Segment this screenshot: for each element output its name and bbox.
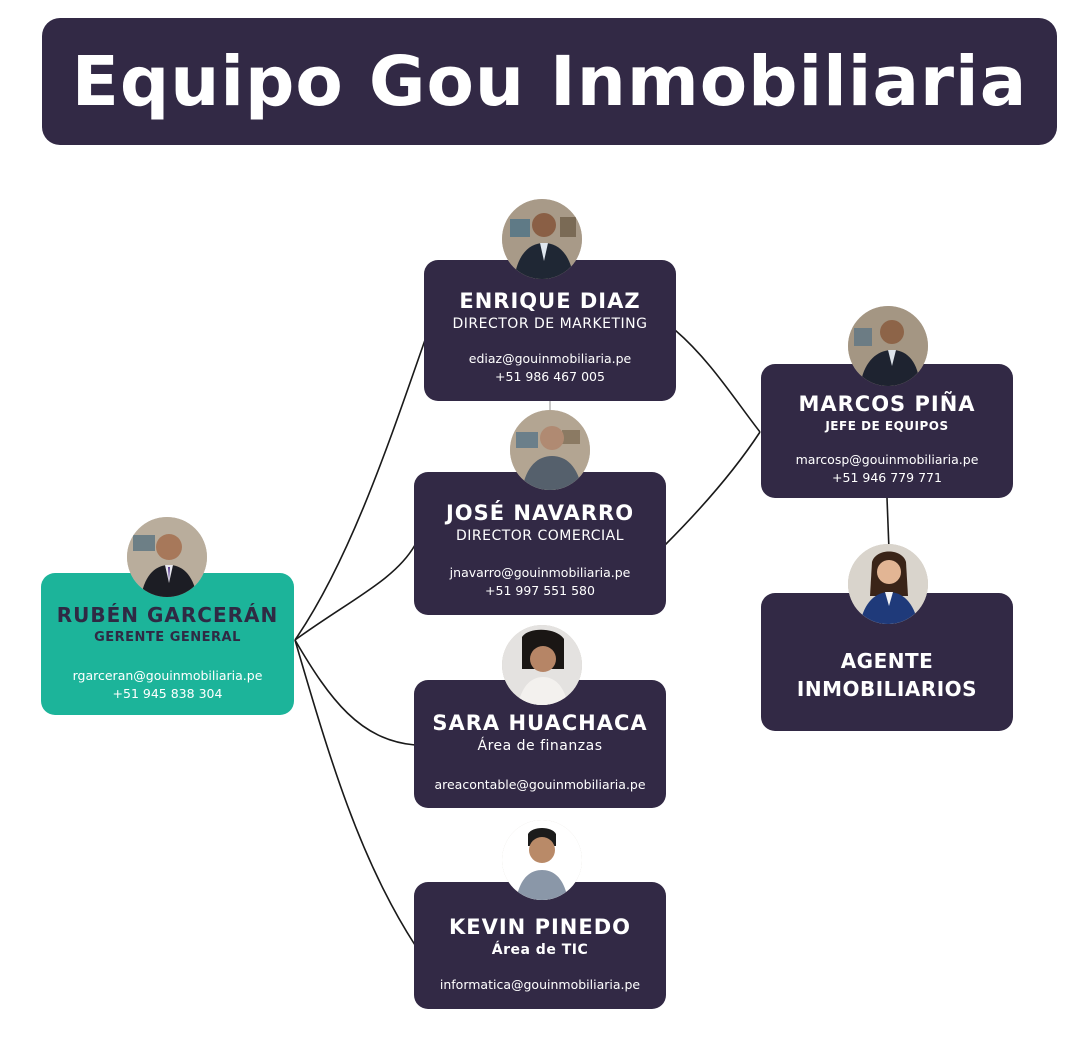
connector-ruben-jose bbox=[294, 544, 416, 641]
member-name: RUBÉN GARCERÁN bbox=[56, 603, 279, 627]
member-email: jnavarro@gouinmobiliaria.pe bbox=[449, 565, 631, 580]
card-ruben: RUBÉN GARCERÁN GERENTE GENERAL rgarceran… bbox=[41, 573, 294, 715]
member-name: KEVIN PINEDO bbox=[449, 915, 631, 939]
member-name: JOSÉ NAVARRO bbox=[445, 501, 635, 525]
card-enrique: ENRIQUE DIAZ DIRECTOR DE MARKETING ediaz… bbox=[424, 260, 676, 401]
member-role: Área de TIC bbox=[491, 942, 589, 958]
member-role: DIRECTOR COMERCIAL bbox=[455, 528, 625, 544]
avatar-agente bbox=[848, 544, 928, 624]
card-kevin: KEVIN PINEDO Área de TIC informatica@gou… bbox=[414, 882, 666, 1009]
member-email: rgarceran@gouinmobiliaria.pe bbox=[72, 668, 263, 683]
avatar-sara bbox=[502, 625, 582, 705]
agente-line2: INMOBILIARIOS bbox=[796, 677, 978, 701]
member-phone: +51 986 467 005 bbox=[495, 369, 605, 384]
member-role: DIRECTOR DE MARKETING bbox=[452, 316, 648, 332]
agente-line1: AGENTE bbox=[840, 649, 934, 673]
member-name: ENRIQUE DIAZ bbox=[459, 289, 641, 313]
member-name: MARCOS PIÑA bbox=[798, 392, 976, 416]
connector-ruben-sara bbox=[294, 639, 416, 746]
member-phone: +51 997 551 580 bbox=[485, 583, 595, 598]
card-jose: JOSÉ NAVARRO DIRECTOR COMERCIAL jnavarro… bbox=[414, 472, 666, 615]
connector-marcos-agente bbox=[886, 497, 890, 551]
connector-jose-marcos bbox=[664, 431, 761, 546]
avatar-ruben bbox=[127, 517, 207, 597]
avatar-enrique bbox=[502, 199, 582, 279]
member-name: SARA HUACHACA bbox=[432, 711, 648, 735]
page-title: Equipo Gou Inmobiliaria bbox=[71, 41, 1028, 122]
member-role: Área de finanzas bbox=[477, 738, 603, 754]
title-banner: Equipo Gou Inmobiliaria bbox=[42, 18, 1057, 145]
member-role: JEFE DE EQUIPOS bbox=[825, 419, 949, 433]
avatar-marcos bbox=[848, 306, 928, 386]
card-sara: SARA HUACHACA Área de finanzas areaconta… bbox=[414, 680, 666, 808]
avatar-jose bbox=[510, 410, 590, 490]
member-email: ediaz@gouinmobiliaria.pe bbox=[468, 351, 632, 366]
card-marcos: MARCOS PIÑA JEFE DE EQUIPOS marcosp@goui… bbox=[761, 364, 1013, 498]
member-phone: +51 946 779 771 bbox=[832, 470, 942, 485]
member-email: areacontable@gouinmobiliaria.pe bbox=[434, 777, 646, 792]
connector-enrique-marcos bbox=[674, 329, 761, 433]
member-phone: +51 945 838 304 bbox=[112, 686, 223, 701]
member-email: informatica@gouinmobiliaria.pe bbox=[439, 977, 641, 992]
member-role: GERENTE GENERAL bbox=[94, 630, 241, 645]
avatar-kevin bbox=[502, 820, 582, 900]
connector-ruben-enrique bbox=[294, 339, 426, 641]
connector-ruben-kevin bbox=[294, 639, 416, 946]
member-email: marcosp@gouinmobiliaria.pe bbox=[795, 452, 979, 467]
